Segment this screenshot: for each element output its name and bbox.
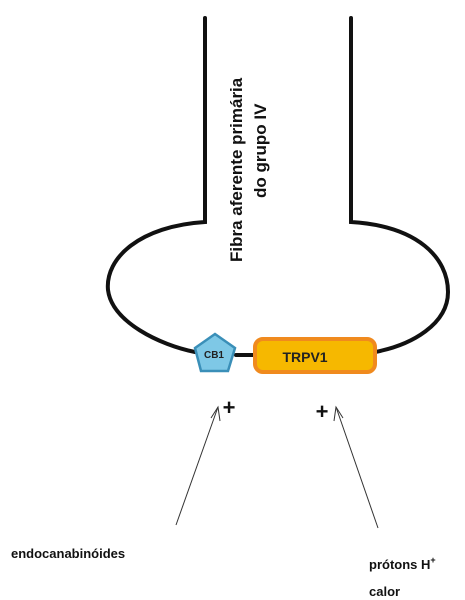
protons-text: prótons H <box>369 557 430 572</box>
endocannabinoids-label: endocanabinóides <box>11 546 125 561</box>
stimulus-labels: endocanabinóides prótons H+ calor <box>11 546 436 599</box>
activation-signs: + + <box>223 395 329 424</box>
membrane-left <box>105 16 207 354</box>
heat-label: calor <box>369 584 400 599</box>
fiber-title: Fibra aferente primária do grupo IV <box>227 77 270 262</box>
cb1-plus-sign: + <box>223 395 236 420</box>
cb1-label: CB1 <box>204 350 224 361</box>
nerve-fiber-membrane <box>105 16 451 357</box>
endocannabinoid-arrow-icon <box>175 405 221 526</box>
membrane-right <box>349 16 451 354</box>
cb1-pentagon-icon <box>193 332 237 373</box>
protons-superscript: + <box>430 555 435 565</box>
trpv1-label: TRPV1 <box>282 349 327 365</box>
proton-heat-arrow-icon <box>333 405 379 529</box>
trpv1-channel <box>253 337 377 374</box>
fiber-title-line2: do grupo IV <box>251 103 270 198</box>
trpv1-plus-sign: + <box>316 399 329 424</box>
trpv1-receptor: TRPV1 <box>253 337 377 374</box>
protons-label: prótons H+ <box>369 555 436 572</box>
fiber-title-line1: Fibra aferente primária <box>227 77 246 262</box>
cb1-receptor: CB1 <box>193 332 237 373</box>
stimulus-arrows <box>175 405 379 529</box>
